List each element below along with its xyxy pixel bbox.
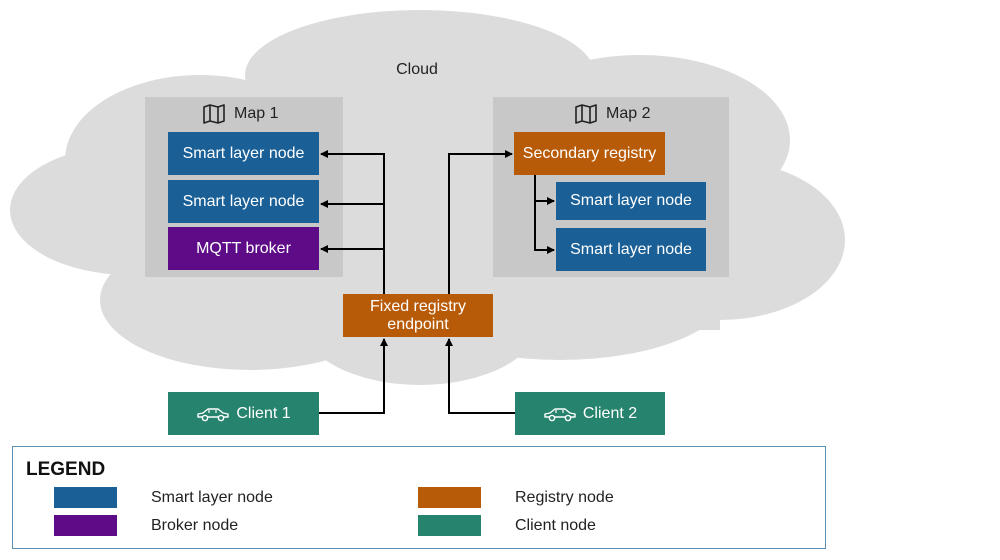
client-2-node: Client 2 (515, 392, 665, 435)
legend-swatch-client (418, 515, 481, 536)
legend-label-broker: Broker node (151, 517, 239, 534)
map-1-label: Map 1 (234, 105, 279, 122)
car-icon (197, 407, 230, 421)
client-1-node: Client 1 (168, 392, 319, 435)
legend-swatch-smart-layer (54, 487, 117, 508)
legend-label-client: Client node (515, 517, 596, 534)
map2-smart-layer-node-2: Smart layer node (556, 228, 706, 271)
secondary-registry-node: Secondary registry (514, 132, 665, 175)
client-1-label: Client 1 (236, 404, 291, 422)
legend-title: LEGEND (26, 459, 106, 480)
map-1-title: Map 1 (202, 104, 278, 124)
fixed-registry-endpoint-node: Fixed registry endpoint (343, 294, 493, 337)
map2-smart-layer-node-1: Smart layer node (556, 182, 706, 220)
cloud-label: Cloud (396, 61, 438, 78)
client-2-label: Client 2 (582, 404, 638, 422)
map-icon (203, 104, 225, 124)
legend-swatch-registry (418, 487, 481, 508)
fixed-registry-line-2: endpoint (387, 315, 449, 333)
legend-label-smart-layer: Smart layer node (151, 489, 273, 506)
legend-label-registry: Registry node (515, 489, 614, 506)
car-icon (544, 407, 576, 421)
map1-smart-layer-node-1: Smart layer node (168, 132, 319, 175)
map1-smart-layer-node-2: Smart layer node (168, 180, 319, 223)
fixed-registry-line-1: Fixed registry (369, 297, 467, 315)
mqtt-broker-node: MQTT broker (168, 227, 319, 270)
map-2-title: Map 2 (574, 104, 650, 124)
map-2-label: Map 2 (606, 105, 651, 122)
legend-swatch-broker (54, 515, 117, 536)
map-icon (575, 104, 597, 124)
